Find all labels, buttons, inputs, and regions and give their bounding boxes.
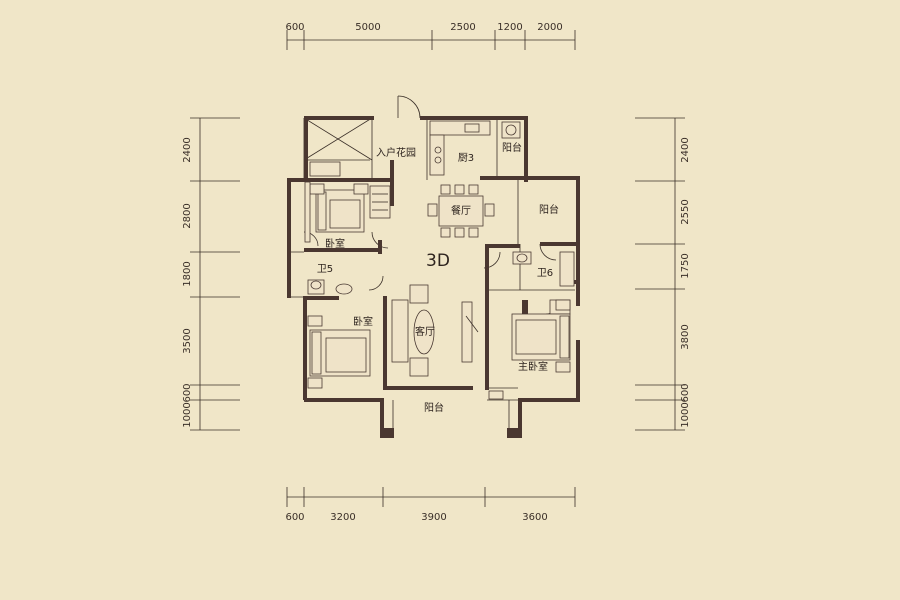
room-bedroom-nw: 卧室 xyxy=(325,237,345,250)
room-entry-garden: 入户花园 xyxy=(376,146,416,159)
room-bedroom-sw: 卧室 xyxy=(353,315,373,328)
dim-left-4: 3500 xyxy=(182,328,193,353)
room-bath-6: 卫6 xyxy=(537,268,553,279)
dim-bottom-4: 3600 xyxy=(522,512,547,523)
room-balcony-kitchen: 阳台 xyxy=(502,141,522,154)
dim-bottom-2: 3200 xyxy=(330,512,355,523)
room-living: 客厅 xyxy=(415,325,435,338)
room-dining: 餐厅 xyxy=(451,204,471,217)
dim-left-5: 600 xyxy=(182,383,193,402)
room-bath-5: 卫5 xyxy=(317,264,333,275)
room-balcony-east: 阳台 xyxy=(539,203,559,216)
dim-bottom-1: 600 xyxy=(285,512,304,523)
dimension-left: 2400 2800 1800 3500 600 1000 xyxy=(182,117,240,431)
dim-left-3: 1800 xyxy=(182,261,193,286)
shoe-cabinet xyxy=(369,185,391,219)
room-balcony-south: 阳台 xyxy=(424,401,444,414)
room-kitchen: 厨3 xyxy=(458,152,474,164)
entry-wardrobe xyxy=(309,161,341,177)
dim-right-6: 1000 xyxy=(680,402,691,427)
dim-top-3: 2500 xyxy=(450,22,475,33)
dim-bottom-3: 3900 xyxy=(421,512,446,523)
bed-southwest xyxy=(307,315,371,389)
bed-northwest xyxy=(304,181,369,243)
room-labels: 入户花园 厨3 阳台 餐厅 阳台 卧室 3D 卫5 卫6 卧室 客厅 主卧室 阳… xyxy=(317,141,559,414)
master-bed xyxy=(511,299,571,373)
dining-table xyxy=(427,184,495,238)
dimension-top: 600 5000 2500 1200 2000 xyxy=(285,22,576,50)
dim-right-2: 2550 xyxy=(680,199,691,224)
dim-top-4: 1200 xyxy=(497,22,522,33)
toilet-bath5 xyxy=(307,279,353,295)
dim-right-5: 600 xyxy=(680,383,691,402)
dim-right-3: 1750 xyxy=(680,253,691,278)
walls xyxy=(287,116,580,438)
dim-top-5: 2000 xyxy=(537,22,562,33)
dim-right-4: 3800 xyxy=(680,324,691,349)
dim-right-1: 2400 xyxy=(680,137,691,162)
dim-left-2: 2800 xyxy=(182,203,193,228)
living-sofa xyxy=(391,284,479,377)
balcony-washer xyxy=(501,121,521,139)
south-balcony-washer xyxy=(488,390,504,400)
dim-top-2: 5000 xyxy=(355,22,380,33)
dim-left-1: 2400 xyxy=(182,137,193,162)
unit-type-label: 3D xyxy=(426,251,450,271)
dimension-bottom: 600 3200 3900 3600 xyxy=(285,487,576,523)
kitchen-counter xyxy=(429,120,491,176)
dim-top-1: 600 xyxy=(285,22,304,33)
dim-left-6: 1000 xyxy=(182,402,193,427)
dimension-right: 2400 2550 1750 3800 600 1000 xyxy=(635,117,691,431)
room-master-bedroom: 主卧室 xyxy=(518,360,548,373)
